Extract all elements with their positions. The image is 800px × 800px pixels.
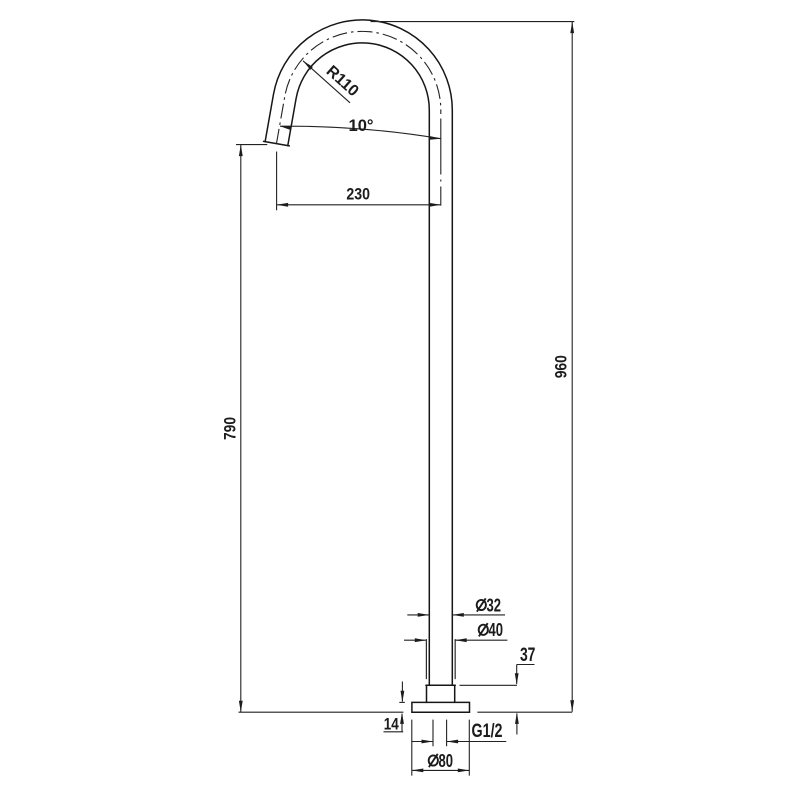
svg-text:32: 32: [487, 594, 502, 615]
svg-text:14: 14: [384, 716, 400, 734]
svg-text:230: 230: [346, 186, 370, 204]
svg-text:790: 790: [222, 417, 240, 440]
svg-text:G1/2: G1/2: [472, 720, 503, 742]
svg-text:960: 960: [553, 355, 571, 378]
svg-text:40: 40: [489, 619, 504, 640]
svg-text:37: 37: [520, 644, 536, 666]
svg-text:10°: 10°: [349, 116, 374, 135]
svg-text:80: 80: [439, 750, 454, 771]
